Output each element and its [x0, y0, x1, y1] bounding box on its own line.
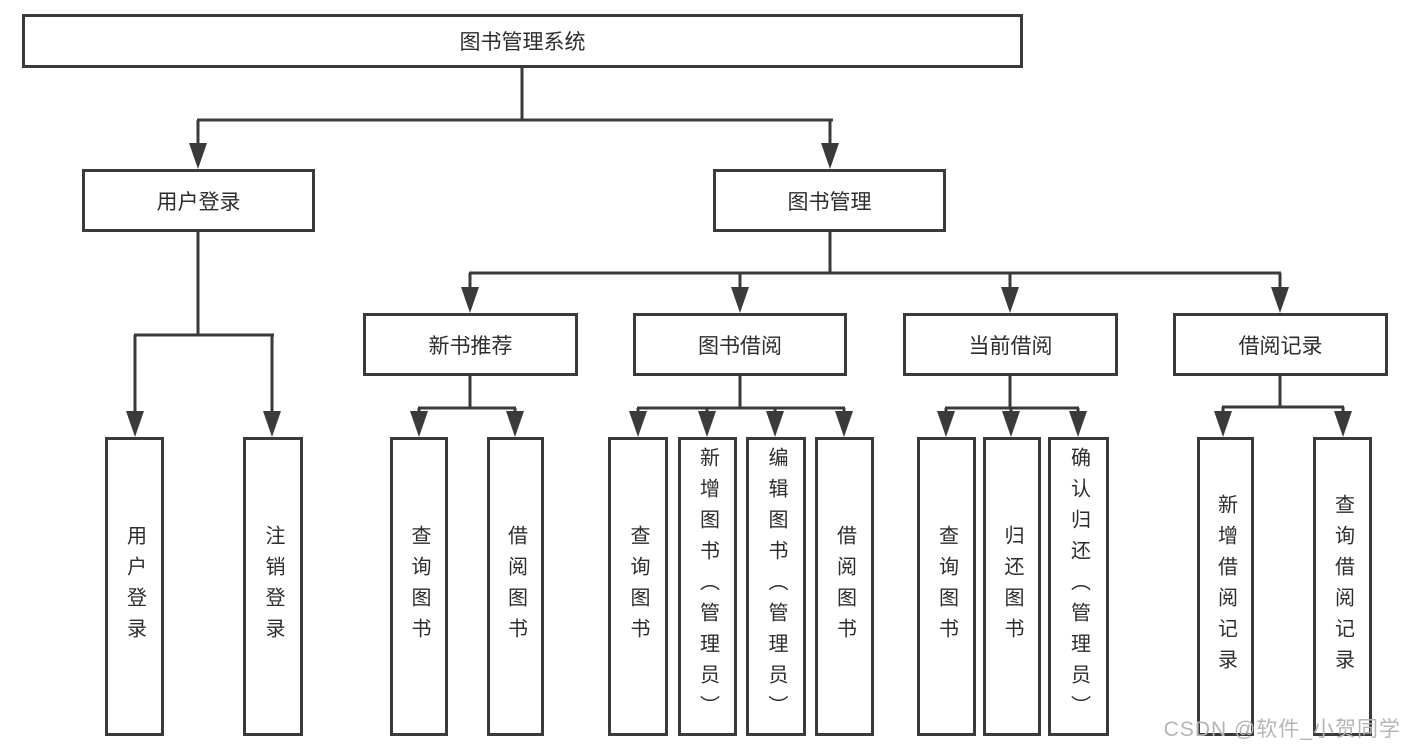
node-bb-borrow-books-label: 借阅图书 — [833, 524, 856, 649]
node-new-book-rec: 新书推荐 — [363, 313, 578, 376]
node-bb-query-books: 查询图书 — [608, 437, 668, 736]
node-borrow-records-label: 借阅记录 — [1238, 334, 1323, 358]
node-br-add-record-label: 新增借阅记录 — [1214, 493, 1237, 680]
node-bb-add-books-label: 新增图书（管理员） — [696, 447, 719, 726]
node-book-mgmt-label: 图书管理 — [787, 190, 872, 214]
node-bb-borrow-books: 借阅图书 — [815, 437, 874, 736]
node-leaf-user-login: 用户登录 — [105, 437, 164, 736]
node-cb-query-books-label: 查询图书 — [935, 524, 958, 649]
node-bb-edit-books: 编辑图书（管理员） — [746, 437, 806, 736]
node-book-borrow-label: 图书借阅 — [698, 334, 782, 358]
node-rec-query-books-label: 查询图书 — [408, 524, 430, 649]
node-user-login-branch: 用户登录 — [82, 169, 315, 232]
node-cb-confirm-return-label: 确认归还（管理员） — [1067, 447, 1090, 726]
node-br-query-record-label: 查询借阅记录 — [1331, 493, 1354, 680]
arrowhead-group — [126, 143, 1352, 437]
node-rec-borrow-books-label: 借阅图书 — [504, 524, 527, 649]
node-bb-query-books-label: 查询图书 — [627, 524, 649, 649]
node-cb-return-books-label: 归还图书 — [1001, 524, 1023, 649]
node-current-borrow: 当前借阅 — [903, 313, 1118, 376]
node-new-book-rec-label: 新书推荐 — [428, 334, 513, 358]
node-br-query-record: 查询借阅记录 — [1313, 437, 1372, 736]
node-rec-query-books: 查询图书 — [390, 437, 448, 736]
node-root-label: 图书管理系统 — [459, 31, 586, 54]
node-bb-add-books: 新增图书（管理员） — [678, 437, 737, 736]
node-book-mgmt: 图书管理 — [713, 169, 946, 232]
node-current-borrow-label: 当前借阅 — [968, 334, 1053, 358]
node-rec-borrow-books: 借阅图书 — [487, 437, 544, 736]
node-root: 图书管理系统 — [22, 14, 1023, 68]
node-bb-edit-books-label: 编辑图书（管理员） — [765, 447, 787, 726]
node-borrow-records: 借阅记录 — [1173, 313, 1388, 376]
node-cb-confirm-return: 确认归还（管理员） — [1048, 437, 1109, 736]
node-leaf-user-login-label: 用户登录 — [123, 524, 146, 649]
csdn-watermark: CSDN @软件_小贺同学 — [1163, 718, 1401, 741]
node-leaf-logout: 注销登录 — [243, 437, 303, 736]
node-user-login-branch-label: 用户登录 — [156, 190, 241, 214]
node-leaf-logout-label: 注销登录 — [262, 524, 284, 649]
node-book-borrow: 图书借阅 — [633, 313, 847, 376]
node-cb-query-books: 查询图书 — [917, 437, 976, 736]
node-cb-return-books: 归还图书 — [983, 437, 1041, 736]
node-br-add-record: 新增借阅记录 — [1197, 437, 1254, 736]
